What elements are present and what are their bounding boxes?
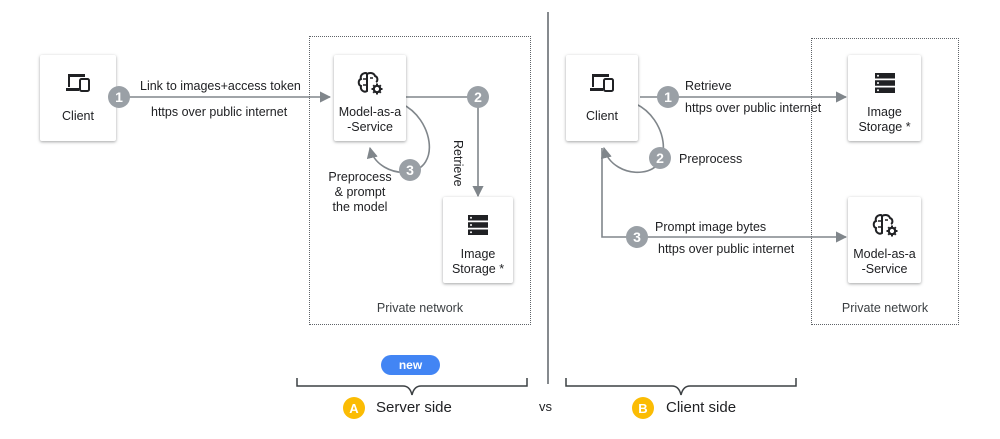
b-step-2: 2: [649, 147, 671, 169]
b-brace: [565, 378, 797, 396]
b-step3-text-2: https over public internet: [658, 242, 795, 256]
brain-gear-icon: [871, 211, 899, 239]
b-step-3: 3: [626, 226, 648, 248]
b-step2-text: Preprocess: [679, 152, 743, 166]
b-maas-label: Model-as-a -Service: [853, 247, 916, 276]
b-arrow-client-to-maas: [601, 148, 848, 243]
a-footer-title: Server side: [376, 399, 452, 416]
b-private-network-label: Private network: [841, 301, 929, 315]
a-storage-box: Image Storage *: [443, 197, 513, 283]
b-step1-text-1: Retrieve: [685, 79, 732, 93]
storage-icon: [874, 69, 896, 97]
a-step1-text-2: https over public internet: [151, 105, 288, 119]
a-maas-label: Model-as-a -Service: [338, 105, 402, 134]
storage-icon: [467, 211, 489, 239]
vs-label: vs: [539, 399, 552, 414]
a-client-box: Client: [40, 55, 116, 141]
b-storage-label: Image Storage *: [858, 105, 911, 134]
b-client-box: Client: [566, 55, 638, 141]
b-footer-badge: B: [632, 397, 654, 419]
a-step2-text: Retrieve: [451, 140, 465, 187]
b-step1-text-2: https over public internet: [685, 101, 822, 115]
a-step3-text: Preprocess & prompt the model: [328, 170, 392, 214]
new-badge: new: [381, 355, 440, 375]
a-step-2: 2: [467, 86, 489, 108]
b-footer-title: Client side: [666, 399, 737, 416]
a-footer-badge: A: [343, 397, 365, 419]
b-step3-text-1: Prompt image bytes: [655, 220, 767, 234]
b-maas-box: Model-as-a -Service: [848, 197, 921, 283]
brain-gear-icon: [356, 69, 384, 97]
b-loop-arrow: [600, 103, 665, 174]
devices-icon: [589, 69, 615, 97]
a-brace: [296, 378, 528, 396]
b-client-label: Client: [586, 109, 618, 123]
a-step-1: 1: [108, 86, 130, 108]
b-private-network: [811, 38, 959, 325]
a-step1-text-1: Link to images+access token: [140, 79, 301, 93]
a-private-network: [309, 36, 531, 325]
devices-icon: [65, 69, 91, 97]
a-client-label: Client: [62, 109, 94, 123]
a-step-3: 3: [399, 159, 421, 181]
b-step-1: 1: [657, 86, 679, 108]
a-private-network-label: Private network: [376, 301, 464, 315]
b-storage-box: Image Storage *: [848, 55, 921, 141]
a-maas-box: Model-as-a -Service: [334, 55, 406, 141]
a-storage-label: Image Storage *: [451, 247, 505, 276]
